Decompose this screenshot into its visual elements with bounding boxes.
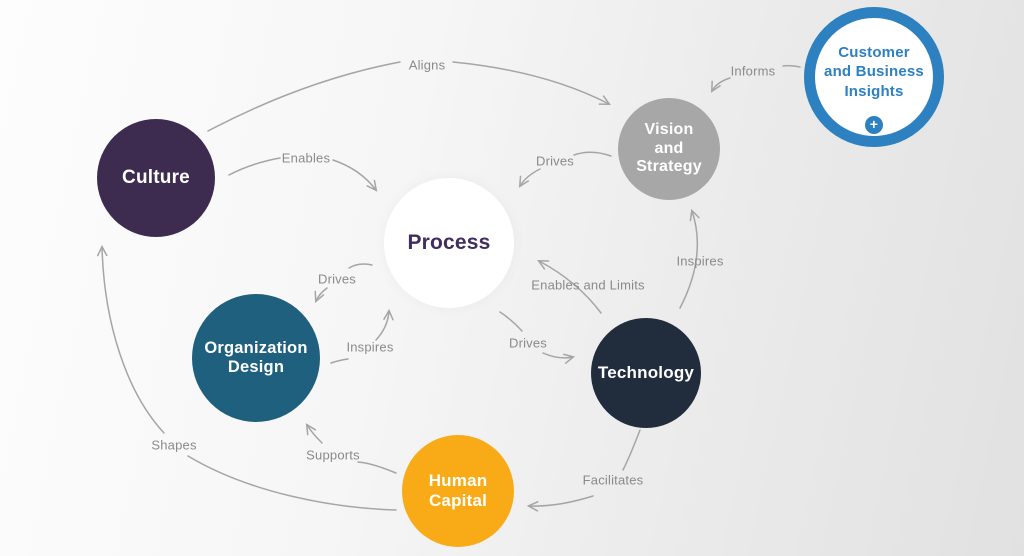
edge-label-aligns: Aligns <box>408 57 446 73</box>
edge-label-supports: Supports <box>306 447 360 463</box>
edge-drives-vision-segment <box>573 151 612 157</box>
edge-label-drives-orgdesign: Drives <box>317 271 357 287</box>
edge-supports-arrow <box>305 423 323 444</box>
edge-label-shapes: Shapes <box>151 437 197 453</box>
edge-label-inspires-vision: Inspires <box>676 253 724 269</box>
edge-label-inspires-process: Inspires <box>346 339 394 355</box>
edge-aligns-segment <box>207 61 401 132</box>
customer-insights-label: Customer and Business Insights <box>824 43 924 100</box>
node-process: Process <box>384 178 514 308</box>
edge-inspires-process-segment <box>330 358 349 364</box>
node-customer-and-business-insights[interactable]: Customer and Business Insights + <box>804 7 944 147</box>
edge-label-informs: Informs <box>730 63 776 79</box>
edge-facilitates-segment <box>622 429 641 471</box>
edge-drives-vision-arrow <box>518 168 541 188</box>
edge-shapes-arrow <box>96 244 165 434</box>
edge-enables-limits-arrow <box>537 259 602 314</box>
edge-informs-arrow <box>710 77 731 93</box>
edge-label-drives-vision: Drives <box>535 153 575 169</box>
node-human-capital: Human Capital <box>402 435 514 547</box>
edge-facilitates-arrow <box>526 495 594 512</box>
edge-inspires-process-arrow <box>375 308 394 341</box>
edge-drives-orgdesign-segment <box>348 263 373 269</box>
edge-informs-segment <box>782 64 801 68</box>
edge-enables-arrow <box>332 159 378 192</box>
edge-inspires-vision-arrow <box>679 208 700 309</box>
node-vision-and-strategy: Vision and Strategy <box>618 98 720 200</box>
edge-label-enables: Enables <box>281 150 331 166</box>
edge-drives-orgdesign-arrow <box>314 287 328 304</box>
edge-supports-segment <box>357 461 397 474</box>
plus-icon[interactable]: + <box>865 116 883 134</box>
edge-label-enables-limits: Enables and Limits <box>531 277 645 293</box>
node-organization-design: Organization Design <box>192 294 320 422</box>
edge-shapes-segment <box>187 455 397 511</box>
edge-drives-technology-segment <box>499 311 523 332</box>
node-technology: Technology <box>591 318 701 428</box>
edge-label-facilitates: Facilitates <box>582 472 644 488</box>
edge-label-drives-technology: Drives <box>508 335 548 351</box>
node-culture: Culture <box>97 119 215 237</box>
edge-aligns-arrow <box>452 61 611 105</box>
edge-enables-segment <box>228 157 281 176</box>
edge-drives-technology-arrow <box>542 352 576 364</box>
